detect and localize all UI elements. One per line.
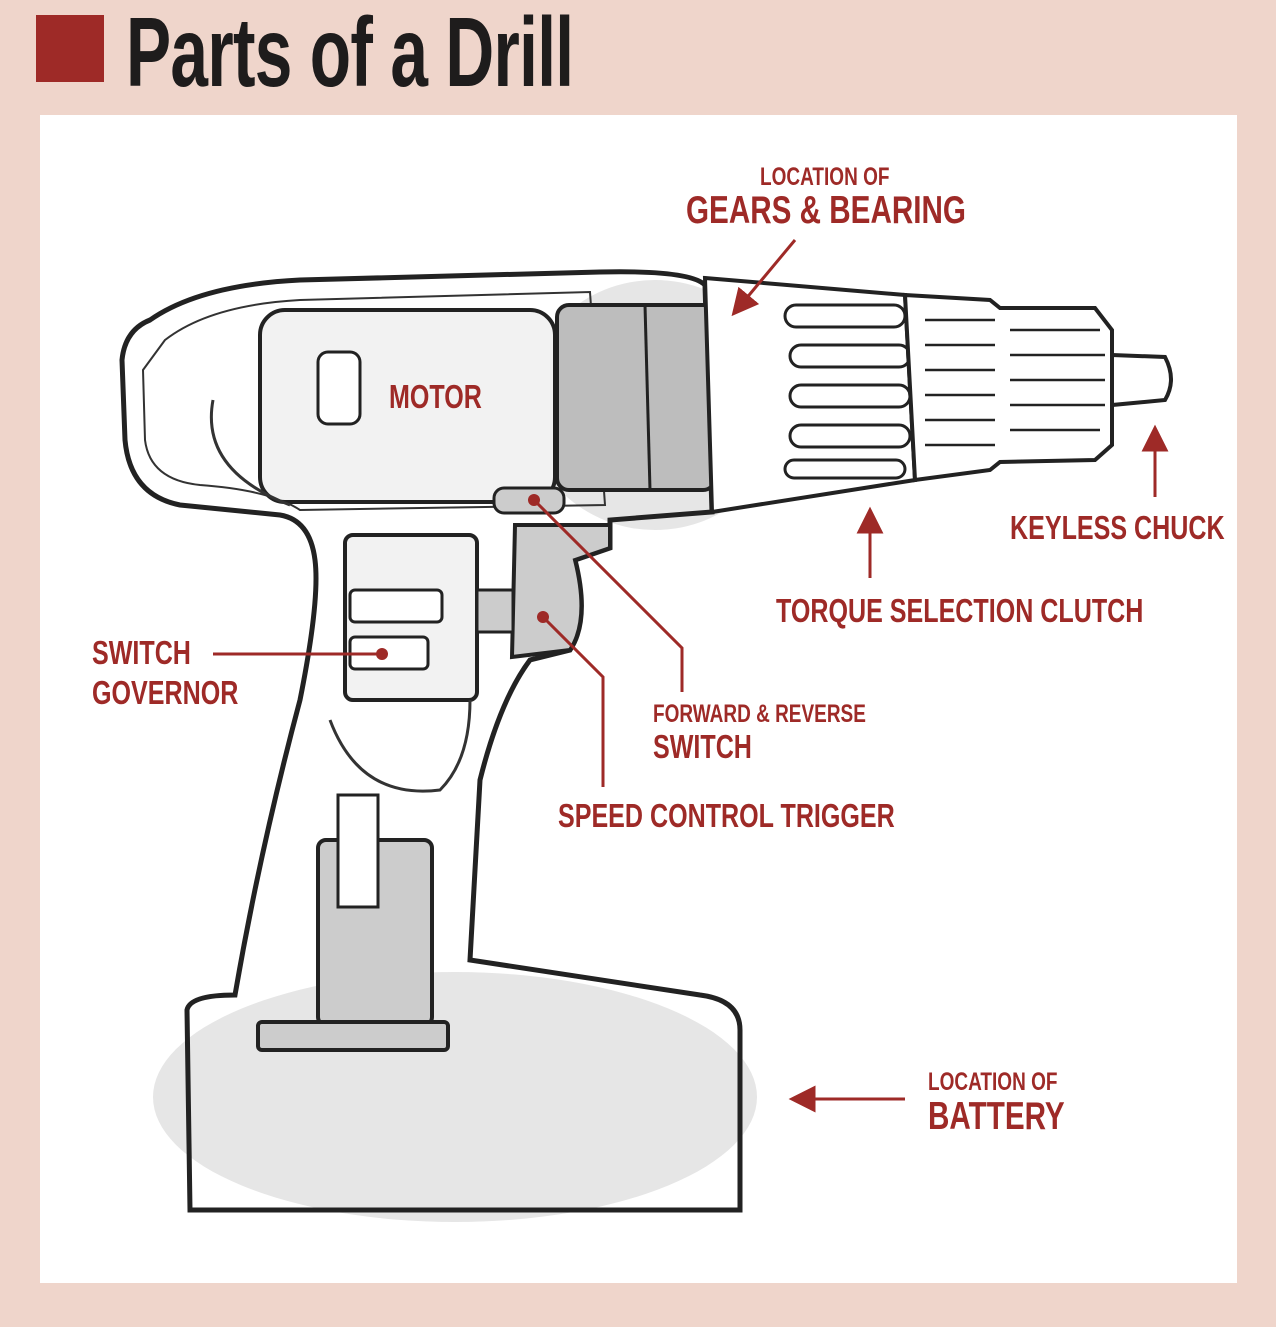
forward-reverse-dot: [528, 494, 540, 506]
motor-label: MOTOR: [389, 378, 482, 415]
drill-housing: [119, 269, 743, 1213]
chuck-label: KEYLESS CHUCK: [1010, 509, 1225, 546]
motor-window: [316, 350, 362, 426]
battery-label: BATTERY: [928, 1095, 1065, 1138]
title-marker: [36, 15, 104, 82]
switch-governor-dot: [376, 648, 388, 660]
page-title: Parts of a Drill: [126, 0, 574, 107]
battery-label-prefix: LOCATION OF: [928, 1068, 1058, 1096]
battery-highlight: [153, 972, 757, 1222]
chuck-tip: [1110, 352, 1173, 408]
switch-governor-label-2: GOVERNOR: [92, 674, 239, 711]
keyless-chuck: [902, 292, 1114, 483]
gears-label-prefix: LOCATION OF: [760, 163, 890, 191]
trigger-label: SPEED CONTROL TRIGGER: [558, 797, 895, 834]
gearbox: [555, 303, 717, 492]
trigger-leader: [541, 615, 605, 787]
gears-arrow: [731, 239, 797, 317]
clutch-label: TORQUE SELECTION CLUTCH: [776, 592, 1144, 629]
trigger-shape: [509, 523, 612, 660]
trigger-dot: [537, 611, 549, 623]
forward-reverse-leader: [532, 498, 684, 692]
forward-reverse-label: SWITCH: [653, 728, 752, 765]
forward-reverse-label-prefix: FORWARD & REVERSE: [653, 700, 866, 728]
switch-governor-label-1: SWITCH: [92, 634, 191, 671]
gears-label: GEARS & BEARING: [686, 189, 966, 232]
